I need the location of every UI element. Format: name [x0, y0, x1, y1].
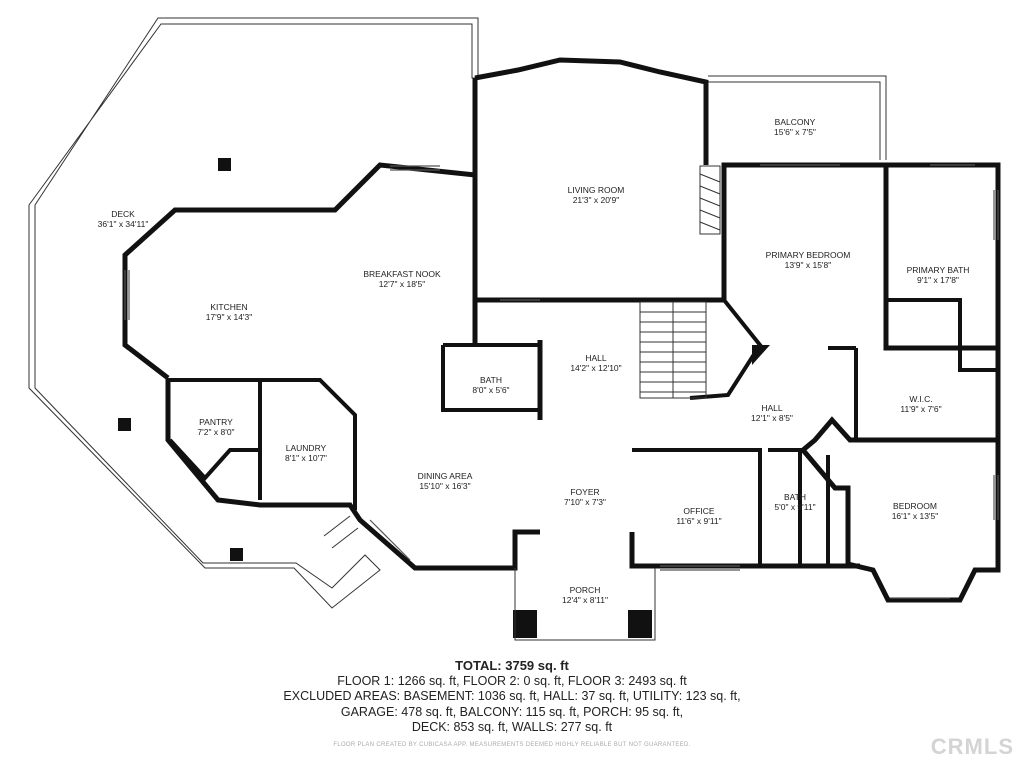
porch-outline	[514, 568, 656, 641]
floor-areas: FLOOR 1: 1266 sq. ft, FLOOR 2: 0 sq. ft,…	[337, 673, 687, 688]
fireplace	[699, 165, 721, 235]
solid-columns	[118, 158, 770, 638]
windows	[124, 164, 999, 599]
excluded-areas: EXCLUDED AREAS: BASEMENT: 1036 sq. ft, H…	[283, 689, 741, 703]
balcony-outline	[706, 75, 887, 160]
disclaimer: FLOOR PLAN CREATED BY CUBICASA APP. MEAS…	[333, 742, 691, 748]
floor-plan	[28, 17, 1001, 641]
stairs	[639, 301, 707, 399]
interior-walls	[168, 298, 998, 566]
deck-outline	[28, 17, 479, 609]
excluded-areas-2: GARAGE: 478 sq. ft, BALCONY: 115 sq. ft,…	[340, 704, 684, 719]
watermark-logo: CRMLS	[930, 734, 1014, 759]
exterior-walls	[122, 57, 1001, 603]
room-label-wic: W.I.C.11'9" x 7'6"	[900, 394, 942, 414]
total-area: TOTAL: 3759 sq. ft	[455, 658, 569, 673]
area-summary: TOTAL: 3759 sq. ft FLOOR 1: 1266 sq. ft,…	[0, 658, 1024, 736]
excluded-areas-3: DECK: 853 sq. ft, WALLS: 277 sq. ft	[411, 720, 613, 734]
